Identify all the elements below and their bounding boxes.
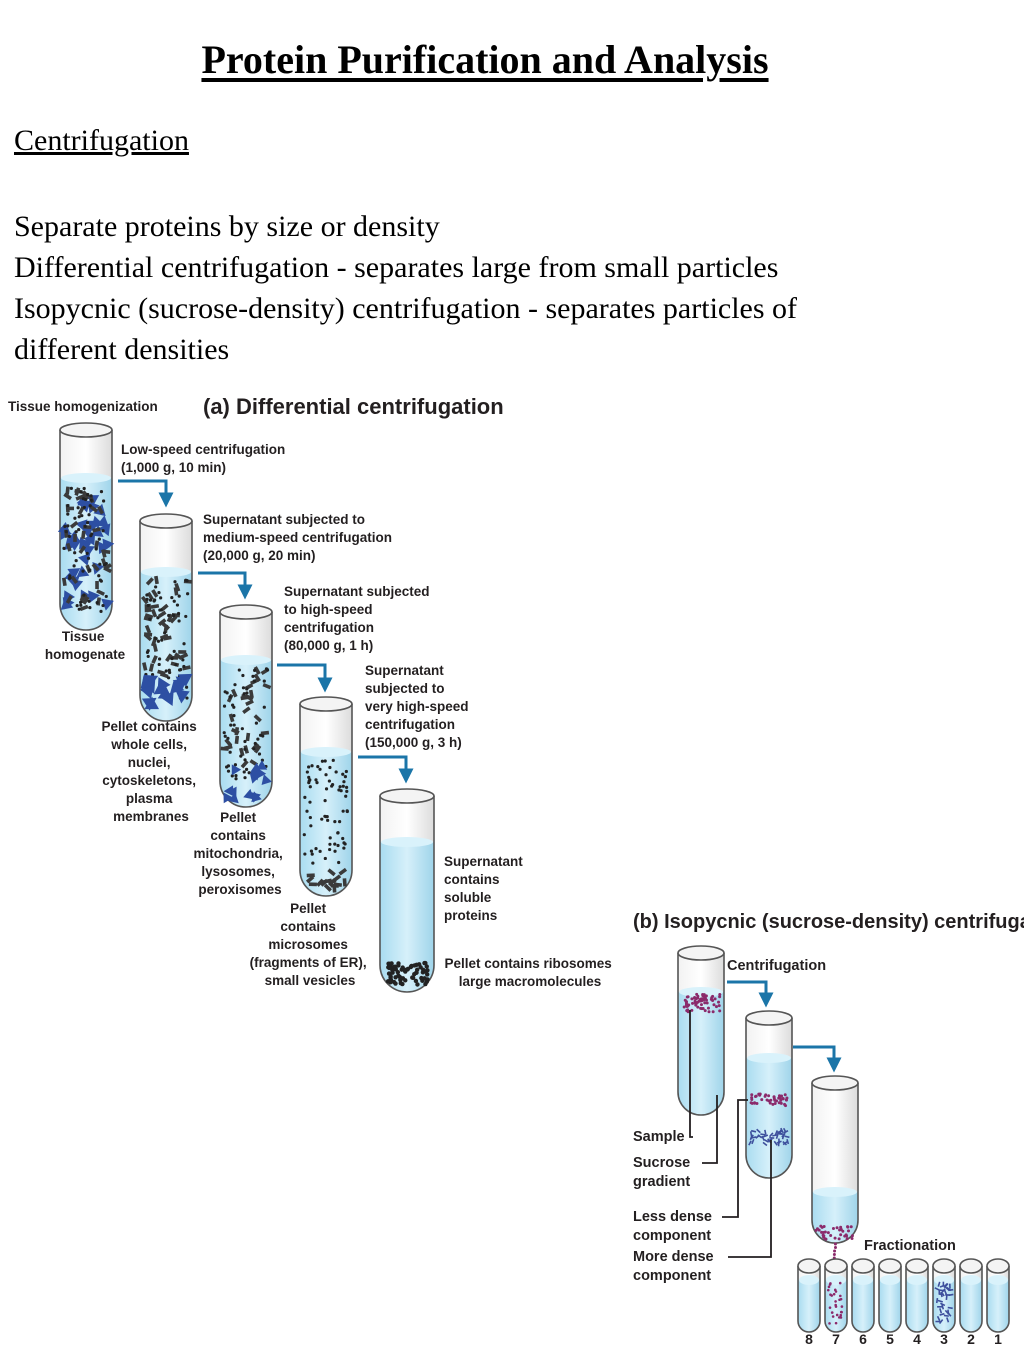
page-title: Protein Purification and Analysis (201, 37, 769, 82)
pellet3-label: Pellet contains microsomes (fragments of… (250, 901, 371, 988)
diagram-b-header: (b) Isopycnic (sucrose-density) centrifu… (633, 911, 1024, 933)
supernatant-final-label: Supernatant contains soluble proteins (444, 854, 527, 923)
fraction-number: 2 (967, 1331, 975, 1347)
centrifugation-label: Centrifugation (727, 958, 826, 974)
arrow-fraction (793, 1045, 842, 1073)
tissue-homogenate-label: Tissue homogenate (45, 629, 126, 662)
fraction-number: 1 (994, 1331, 1002, 1347)
fraction-number: 4 (913, 1331, 921, 1347)
arrow-step-1 (118, 479, 174, 508)
more-dense-label: More dense component (633, 1249, 718, 1284)
tube-high-speed (219, 604, 273, 808)
diagram-a-header: (a) Differential centrifugation (203, 394, 504, 419)
tube-homogenate (57, 422, 115, 631)
fraction-number: 5 (886, 1331, 894, 1347)
flow-arrows-b (727, 980, 842, 1073)
body-line: different densities (14, 333, 230, 366)
arrow-centrifugation (727, 980, 774, 1008)
arrow-step-2 (198, 571, 253, 600)
fraction-number: 3 (940, 1331, 948, 1347)
fraction-tube-1 (986, 1258, 1010, 1333)
body-text: Separate proteins by size or density Dif… (14, 206, 797, 370)
fraction-number: 7 (832, 1331, 840, 1347)
body-line: Isopycnic (sucrose-density) centrifugati… (14, 292, 798, 325)
sucrose-gradient-label: Sucrose gradient (633, 1155, 694, 1190)
fraction-numbers: 8 7 6 5 4 3 2 1 (805, 1331, 1002, 1347)
tissue-homogenization-label: Tissue homogenization (8, 399, 158, 414)
leader-lines (689, 1010, 772, 1258)
step1-label: Low-speed centrifugation (1,000 g, 10 mi… (121, 442, 289, 475)
section-heading: Centrifugation (14, 124, 189, 157)
tube-centrifuged (745, 1010, 793, 1179)
tube-fractionation (811, 1075, 859, 1284)
less-dense-label: Less dense component (633, 1209, 716, 1244)
pellet4-label: Pellet contains ribosomes large macromol… (444, 956, 615, 989)
sample-label: Sample (633, 1129, 685, 1145)
body-line: Separate proteins by size or density (14, 210, 440, 243)
step3-label: Supernatant subjected to high-speed cent… (284, 584, 433, 653)
fraction-tube-3 (932, 1258, 956, 1333)
fraction-number: 6 (859, 1331, 867, 1347)
tube-medium-speed (139, 513, 193, 722)
body-line: Differential centrifugation - separates … (14, 251, 779, 284)
tubes-differential (57, 422, 435, 993)
step4-label: Supernatant subjected to very high-speed… (365, 663, 472, 750)
fraction-number: 8 (805, 1331, 813, 1347)
arrow-step-3 (277, 663, 333, 693)
pellet2-label: Pellet contains mitochondria, lysosomes,… (193, 810, 286, 897)
tube-very-high-speed (299, 696, 353, 897)
fraction-tube-5 (878, 1258, 902, 1333)
fraction-tube-4 (905, 1258, 929, 1333)
step2-label: Supernatant subjected to medium-speed ce… (203, 512, 396, 563)
flow-arrows-a (118, 479, 414, 784)
fractionation-label: Fractionation (864, 1238, 956, 1254)
fraction-tube-2 (959, 1258, 983, 1333)
tube-sample (677, 945, 725, 1116)
fraction-tube-8 (797, 1258, 821, 1333)
fraction-tube-7 (824, 1258, 848, 1333)
tubes-isopycnic (677, 945, 1010, 1333)
arrow-step-4 (358, 755, 414, 784)
fraction-tube-6 (851, 1258, 875, 1333)
pellet1-label: Pellet contains whole cells, nuclei, cyt… (101, 719, 200, 824)
tube-final (379, 788, 435, 993)
